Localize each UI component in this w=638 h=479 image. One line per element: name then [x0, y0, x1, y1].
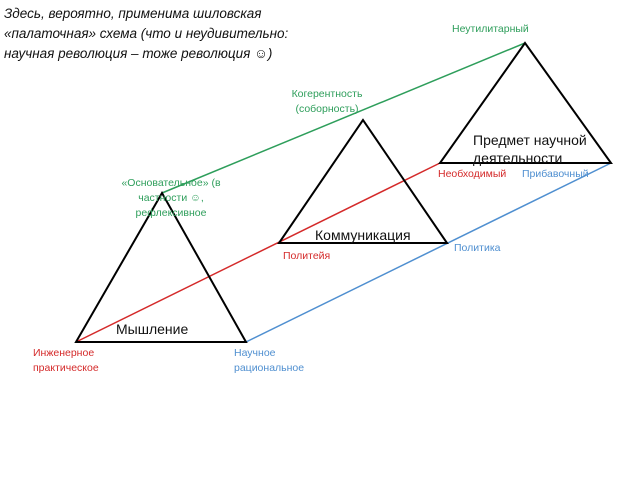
caption-line: научная революция – тоже революция ☺)	[4, 46, 273, 61]
blue-line	[245, 162, 612, 343]
communication-triangle	[277, 118, 449, 244]
red-line	[75, 162, 441, 343]
caption-line: Здесь, вероятно, применима шиловская	[4, 6, 262, 21]
thinking-triangle	[74, 190, 248, 343]
label-fundamental: «Основательное» (в частности ☺, рефлекси…	[121, 177, 221, 219]
label-politeia: Политейя	[283, 250, 331, 262]
label-thinking: Мышление	[116, 321, 189, 337]
caption-text: Здесь, вероятно, применима шиловская «па…	[4, 4, 364, 64]
label-communication: Коммуникация	[315, 227, 411, 243]
label-coherence: Когерентность (соборность)	[291, 88, 363, 115]
label-engineering: Инженерное практическое	[33, 347, 99, 374]
subject-triangle	[438, 41, 613, 164]
label-scientific: Научное рациональное	[234, 347, 305, 374]
label-surplus: Прибавочный	[522, 168, 589, 180]
label-subject: Предмет научной деятельности	[473, 132, 587, 166]
green-line	[161, 42, 526, 194]
label-necessary: Необходимый	[438, 168, 507, 180]
label-politics: Политика	[454, 242, 501, 254]
caption-line: «палаточная» схема (что и неудивительно:	[4, 26, 289, 41]
label-non-utilitarian: Неутилитарный	[452, 23, 529, 35]
